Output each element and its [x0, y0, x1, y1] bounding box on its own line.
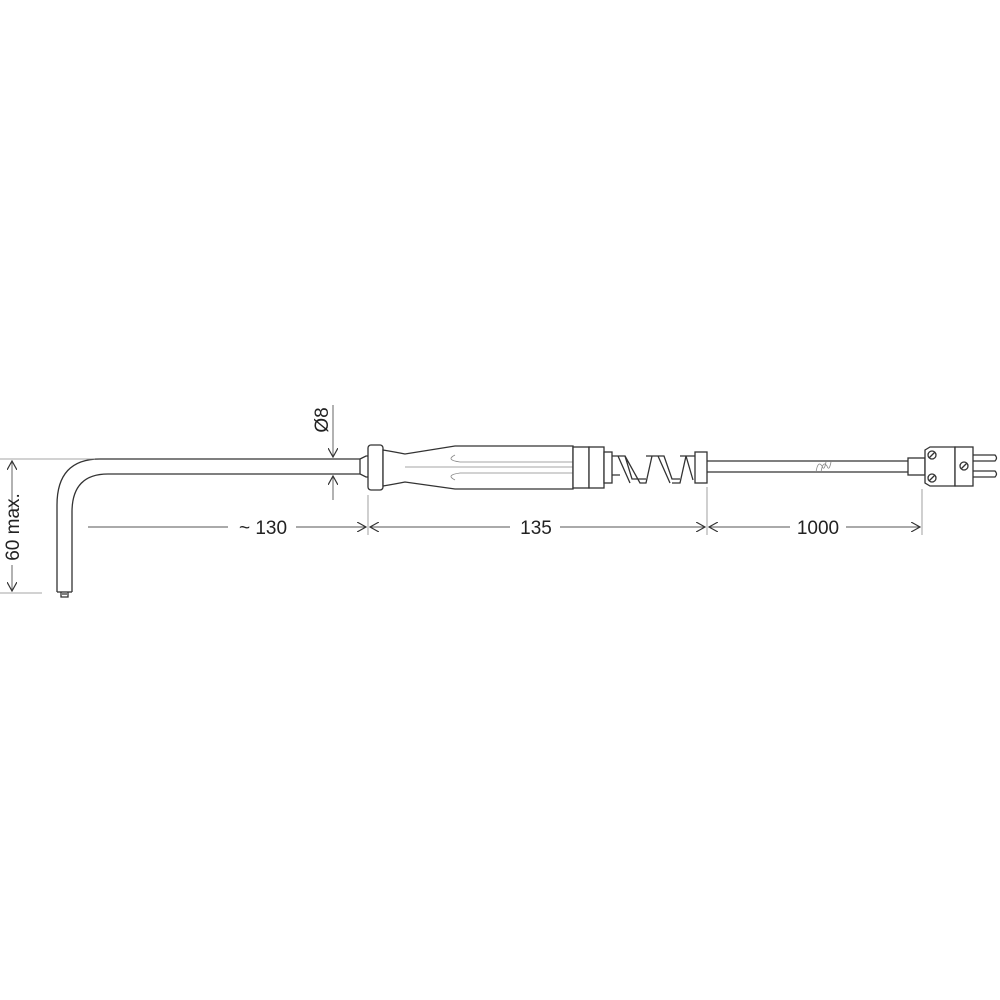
screw-icon	[927, 473, 937, 483]
cable	[707, 460, 908, 473]
screw-icon	[927, 450, 937, 460]
probe-tube	[56, 458, 360, 598]
ferrule	[572, 446, 590, 489]
diameter-label: Ø8	[312, 407, 333, 432]
cable-length-label: 1000	[797, 518, 839, 539]
probe-tip	[60, 592, 69, 598]
strain-relief-spring	[612, 455, 695, 484]
end-cap	[694, 451, 708, 484]
thermocouple-connector	[907, 446, 998, 487]
cable-break-mark	[815, 461, 832, 473]
height-label: 60 max.	[3, 493, 24, 561]
handle-length-label: 135	[520, 518, 552, 539]
handle	[359, 444, 708, 491]
strain-relief-base	[603, 451, 613, 484]
dimension-height: 60 max.	[0, 458, 95, 594]
dimension-diameter: Ø8	[312, 405, 333, 500]
dimension-lengths: ~ 130 135 1000	[88, 487, 923, 539]
probe-length-label: ~ 130	[239, 518, 287, 539]
screw-icon	[959, 461, 969, 471]
